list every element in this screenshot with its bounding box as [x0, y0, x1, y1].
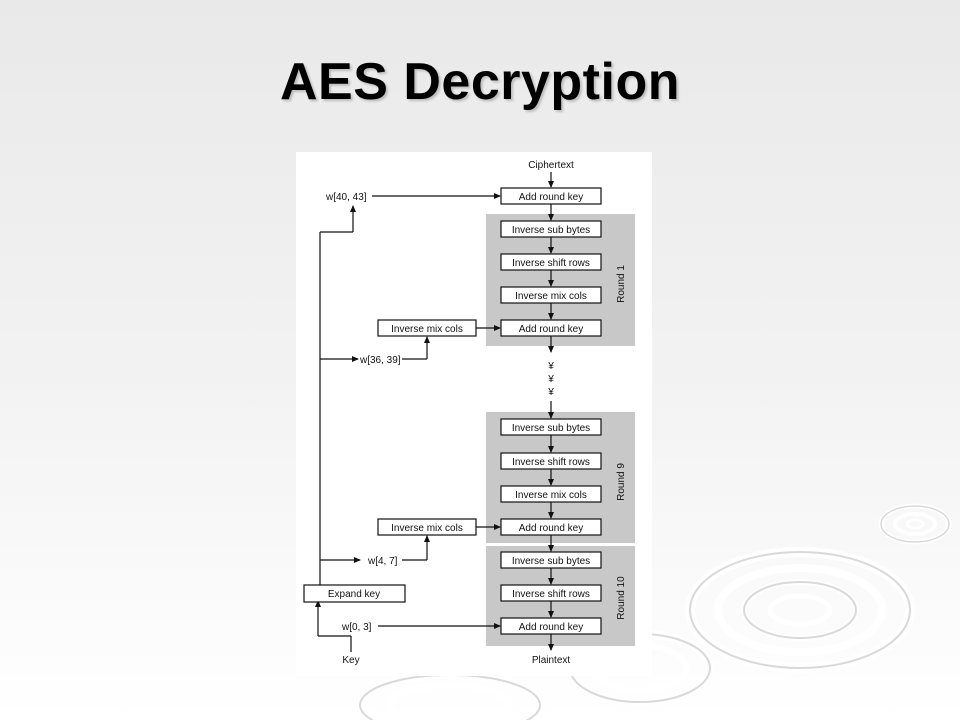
- plaintext-label: Plaintext: [532, 655, 571, 666]
- round-1-inverse-sub-bytes-label: Inverse sub bytes: [512, 225, 590, 236]
- round-1-add-round-key-label: Add round key: [519, 324, 584, 335]
- round-1-inverse-shift-rows-label: Inverse shift rows: [512, 258, 590, 269]
- key-word-w40-43: w[40, 43]: [325, 192, 367, 203]
- key-word-w0-3: w[0, 3]: [341, 622, 372, 633]
- round-9-label: Round 9: [616, 463, 627, 501]
- ellipsis-mark-2: ¥: [547, 374, 554, 385]
- initial-add-round-key-label: Add round key: [519, 192, 584, 203]
- round-9-inverse-mix-cols-label: Inverse mix cols: [515, 490, 587, 501]
- round-10-inverse-shift-rows-label: Inverse shift rows: [512, 589, 590, 600]
- round-9-inverse-sub-bytes-label: Inverse sub bytes: [512, 423, 590, 434]
- round-1-key-inverse-mix-cols-label: Inverse mix cols: [391, 324, 463, 335]
- ciphertext-label: Ciphertext: [528, 160, 574, 171]
- expand-key-label: Expand key: [328, 589, 380, 600]
- round-9-key-inverse-mix-cols-label: Inverse mix cols: [391, 523, 463, 534]
- slide-title: AES Decryption: [280, 53, 680, 111]
- key-word-w4-7: w[4, 7]: [367, 556, 398, 567]
- ellipsis-mark-1: ¥: [547, 361, 554, 372]
- round-10-inverse-sub-bytes-label: Inverse sub bytes: [512, 556, 590, 567]
- round-9-add-round-key-label: Add round key: [519, 523, 584, 534]
- expand-key-box: [303, 584, 406, 603]
- key-word-w36-39: w[36, 39]: [359, 355, 401, 366]
- diagram-canvas: Round 1 Round 9 Round 10 Ciphertext Add …: [303, 160, 635, 666]
- ellipsis-mark-3: ¥: [547, 387, 554, 398]
- round-10-label: Round 10: [616, 576, 627, 620]
- key-label: Key: [342, 655, 359, 666]
- aes-decryption-diagram: Round 1 Round 9 Round 10 Ciphertext Add …: [296, 152, 652, 676]
- round-10-add-round-key-label: Add round key: [519, 622, 584, 633]
- round-1-label: Round 1: [616, 265, 627, 303]
- round-9-inverse-shift-rows-label: Inverse shift rows: [512, 457, 590, 468]
- round-1-inverse-mix-cols-label: Inverse mix cols: [515, 291, 587, 302]
